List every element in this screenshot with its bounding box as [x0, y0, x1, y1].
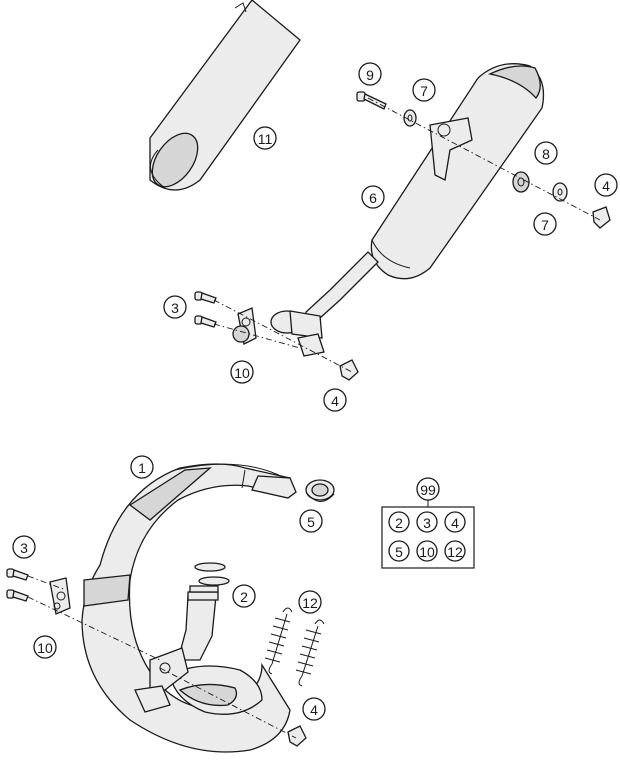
- kit-99-group: 99 2 3 4 5 10 12: [381, 477, 475, 569]
- svg-text:4: 4: [310, 702, 318, 718]
- svg-text:7: 7: [541, 217, 549, 233]
- part-bracket-bolts-lower: [6, 568, 29, 602]
- svg-text:2: 2: [240, 589, 248, 605]
- svg-text:12: 12: [302, 595, 318, 611]
- svg-text:11: 11: [258, 131, 273, 147]
- part-upper-clip-nut: [592, 206, 611, 229]
- kit-item-4: 4: [444, 511, 466, 533]
- svg-text:9: 9: [366, 67, 374, 83]
- callout-5: 5: [299, 509, 323, 533]
- part-o-rings: [194, 562, 230, 586]
- svg-text:8: 8: [542, 146, 550, 162]
- callout-12: 12: [298, 590, 322, 614]
- callout-7-upper: 7: [412, 78, 436, 102]
- callout-3-upper: 3: [163, 295, 187, 319]
- part-springs: [264, 607, 325, 687]
- callout-4-mid: 4: [323, 388, 347, 412]
- svg-text:10: 10: [37, 640, 53, 656]
- callout-2: 2: [232, 584, 256, 608]
- callout-4-upper: 4: [594, 173, 618, 197]
- kit-item-12: 12: [444, 540, 466, 562]
- part-upper-bolt: [356, 91, 387, 110]
- callout-6: 6: [361, 185, 385, 209]
- svg-text:5: 5: [395, 544, 403, 560]
- svg-text:1: 1: [138, 460, 146, 476]
- kit-item-10: 10: [416, 540, 438, 562]
- svg-text:6: 6: [369, 190, 377, 206]
- part-lower-clip-nut: [287, 725, 307, 747]
- svg-text:7: 7: [420, 83, 428, 99]
- callout-10-upper: 10: [230, 360, 254, 384]
- part-bracket-rubber-lower: [49, 577, 71, 615]
- svg-text:3: 3: [423, 515, 431, 531]
- kit-99-header: 99: [416, 477, 440, 501]
- callout-8: 8: [534, 141, 558, 165]
- part-bracket-rubber-upper: [232, 307, 257, 345]
- callout-10-lower: 10: [33, 635, 57, 659]
- svg-text:12: 12: [447, 544, 463, 560]
- svg-text:2: 2: [395, 515, 403, 531]
- callout-9: 9: [358, 62, 382, 86]
- part-silencer: [270, 63, 545, 357]
- kit-item-3: 3: [416, 511, 438, 533]
- svg-text:99: 99: [420, 482, 436, 498]
- svg-text:3: 3: [171, 300, 179, 316]
- svg-text:4: 4: [602, 178, 610, 194]
- svg-text:5: 5: [307, 514, 315, 530]
- part-expansion-chamber: [81, 463, 297, 753]
- callout-7-lower: 7: [533, 212, 557, 236]
- kit-item-5: 5: [388, 540, 410, 562]
- callout-3-lower: 3: [12, 535, 36, 559]
- svg-text:10: 10: [234, 365, 250, 381]
- callout-11: 11: [253, 126, 277, 150]
- callout-1: 1: [130, 455, 154, 479]
- svg-text:3: 3: [20, 540, 28, 556]
- part-bracket-bolts-upper: [194, 291, 217, 328]
- part-heat-shield-sleeve: [149, 0, 301, 191]
- callout-4-lower: 4: [302, 697, 326, 721]
- svg-text:4: 4: [331, 393, 339, 409]
- svg-text:4: 4: [451, 515, 459, 531]
- kit-item-2: 2: [388, 511, 410, 533]
- part-exhaust-seal: [305, 479, 335, 502]
- part-rubber-bushing: [512, 171, 530, 193]
- part-lower-washer: [552, 182, 568, 202]
- svg-text:10: 10: [419, 544, 435, 560]
